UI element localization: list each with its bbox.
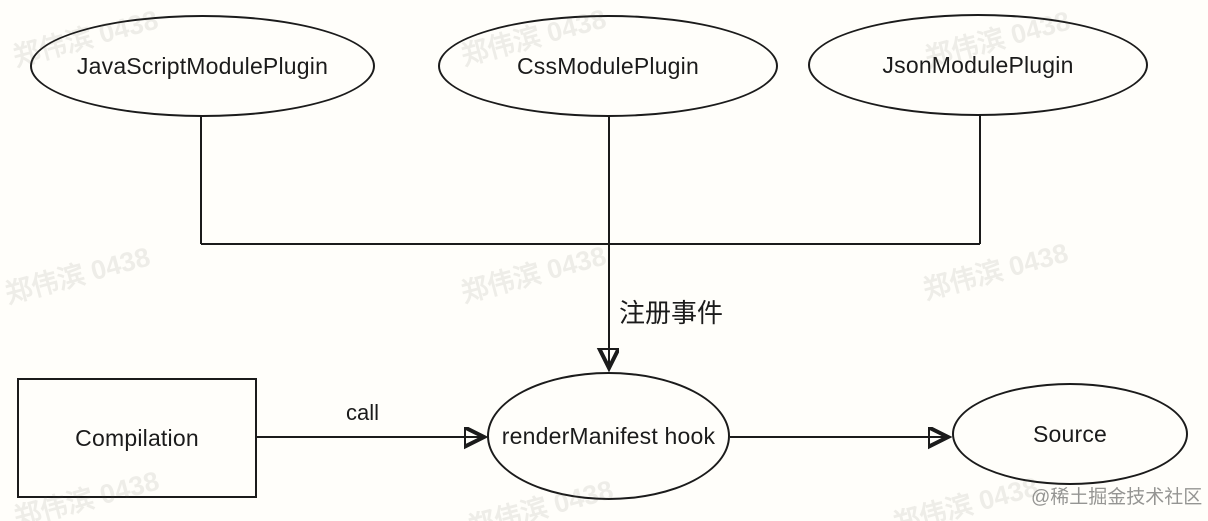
node-javascript-module-plugin-label: JavaScriptModulePlugin: [76, 52, 329, 79]
node-json-module-plugin-label: JsonModulePlugin: [882, 51, 1074, 78]
edge-label-register-event: 注册事件: [619, 298, 724, 328]
node-compilation: Compilation: [17, 378, 257, 498]
node-css-module-plugin-label: CssModulePlugin: [517, 52, 699, 79]
node-source: Source: [952, 383, 1188, 485]
node-compilation-label: Compilation: [75, 424, 199, 451]
node-css-module-plugin: CssModulePlugin: [438, 15, 778, 117]
node-json-module-plugin: JsonModulePlugin: [808, 14, 1148, 116]
edge-label-call: call: [346, 400, 380, 425]
node-javascript-module-plugin: JavaScriptModulePlugin: [30, 15, 375, 117]
attribution-text: @稀土掘金技术社区: [1031, 487, 1203, 508]
node-source-label: Source: [1032, 420, 1108, 447]
node-render-manifest-hook: renderManifest hook: [487, 372, 730, 500]
node-render-manifest-hook-label: renderManifest hook: [501, 422, 716, 449]
